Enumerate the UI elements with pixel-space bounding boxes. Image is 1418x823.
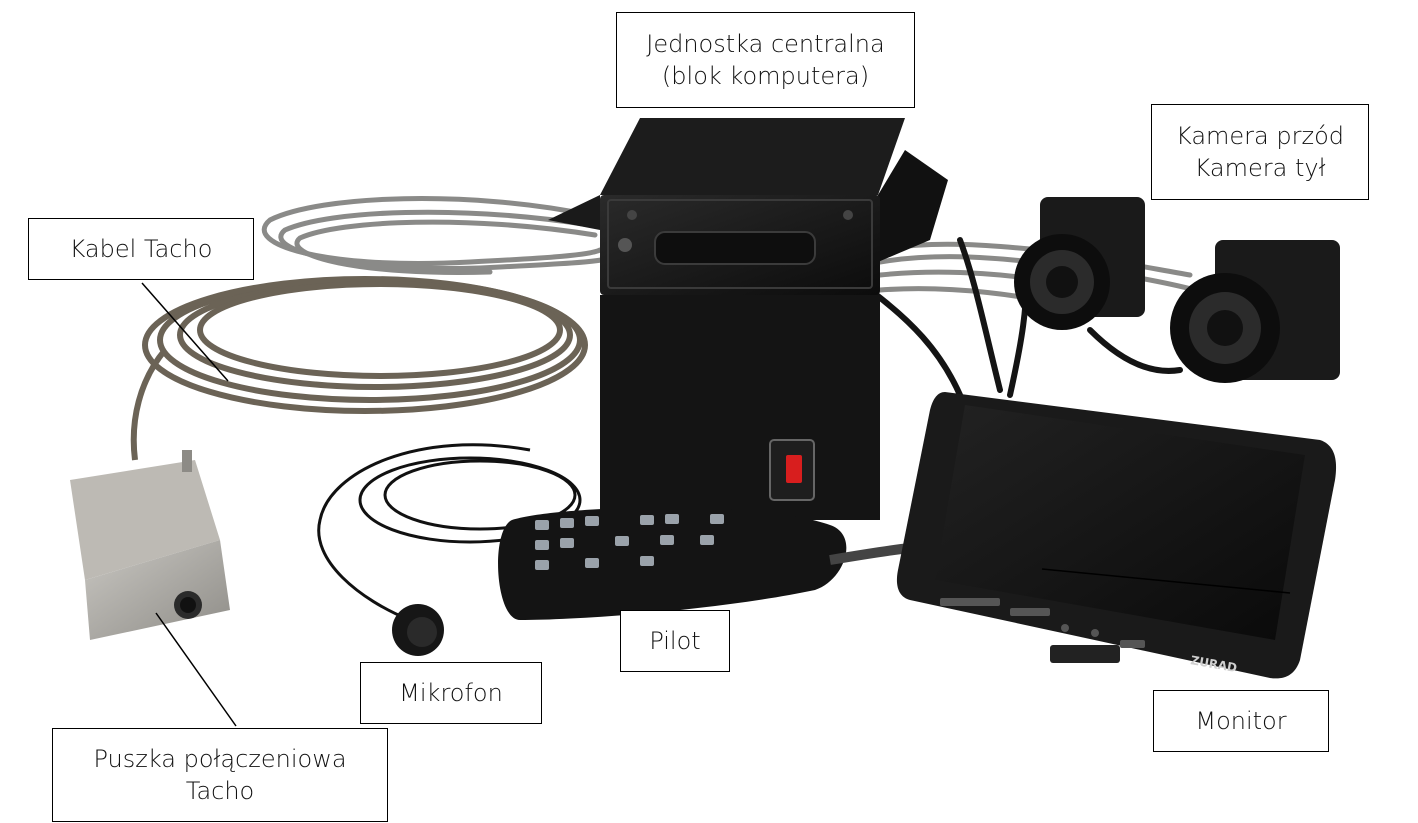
label-tacho-cable: Kabel Tacho bbox=[28, 218, 254, 280]
key-lock-icon bbox=[618, 238, 632, 252]
tacho-cable-coil bbox=[130, 276, 588, 461]
label-microphone: Mikrofon bbox=[360, 662, 542, 724]
monitor-screen bbox=[935, 405, 1305, 640]
microphone bbox=[317, 443, 582, 656]
label-tacho-junction-box: Puszka połączeniowa Tacho bbox=[52, 728, 388, 822]
label-monitor: Monitor bbox=[1153, 690, 1329, 752]
tacho-junction-box bbox=[70, 450, 230, 640]
front-camera bbox=[1014, 197, 1145, 330]
rear-camera bbox=[1170, 240, 1340, 383]
monitor: ZURAD bbox=[896, 392, 1337, 679]
label-central-unit: Jednostka centralna (blok komputera) bbox=[616, 12, 915, 108]
power-switch bbox=[786, 455, 802, 483]
leader-lines bbox=[141, 282, 1291, 727]
label-remote: Pilot bbox=[620, 610, 730, 672]
connector-port bbox=[654, 231, 816, 265]
central-unit bbox=[548, 118, 948, 520]
label-cameras: Kamera przód Kamera tył bbox=[1151, 104, 1369, 200]
remote-control bbox=[498, 507, 911, 620]
